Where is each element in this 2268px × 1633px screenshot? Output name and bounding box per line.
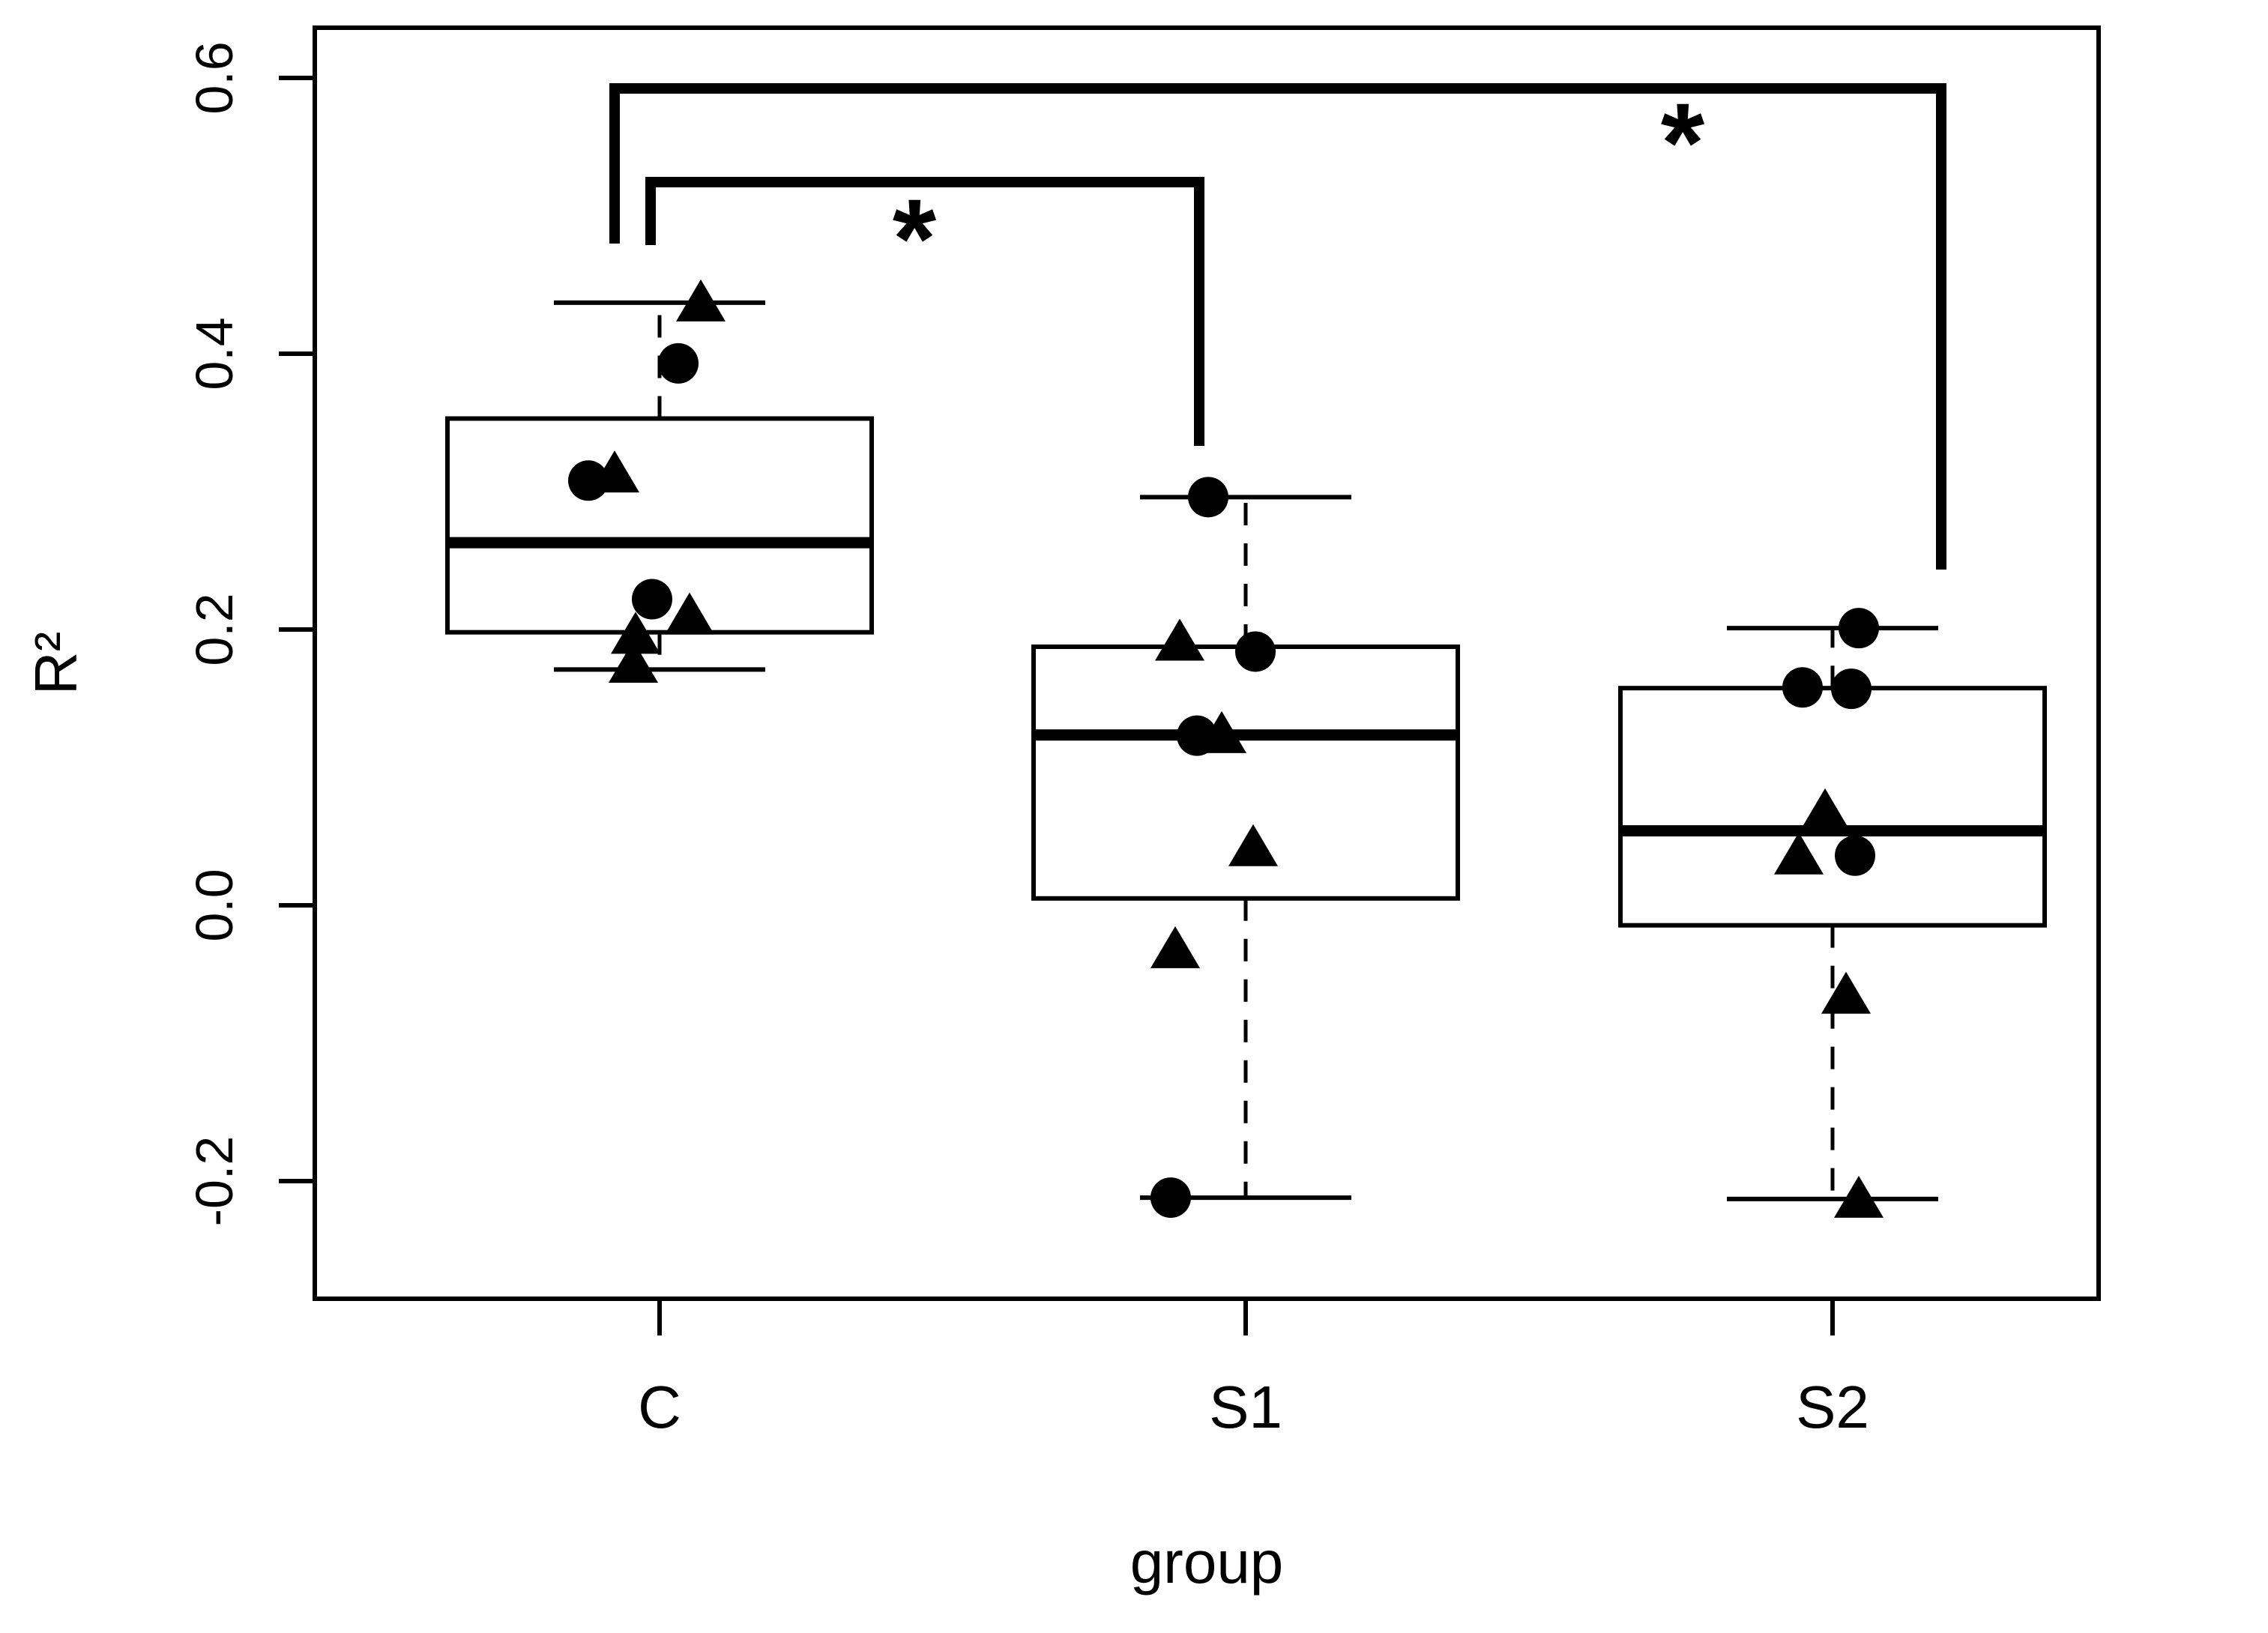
y-tick-label: 0.2 (185, 593, 244, 665)
data-point-circle (1235, 631, 1276, 672)
significance-star: * (1661, 79, 1705, 205)
data-point-triangle (665, 592, 714, 635)
significance-brackets: ** (609, 79, 1946, 570)
bracket-line (609, 83, 1946, 570)
data-point-triangle (611, 612, 660, 654)
y-tick-label: 0.0 (185, 869, 244, 941)
x-axis-title: group (1130, 1529, 1284, 1596)
bracket-line (645, 177, 1204, 446)
data-point-triangle (609, 641, 658, 683)
data-point-triangle (1800, 788, 1850, 830)
data-point-triangle (676, 279, 726, 322)
significance-bracket-C-S2: * (609, 79, 1946, 570)
x-tick-label: C (638, 1374, 681, 1440)
data-point-triangle (1774, 832, 1824, 875)
data-point-circle (1839, 608, 1879, 649)
data-point-circle (568, 460, 609, 501)
data-point-triangle (1155, 618, 1204, 661)
data-point-triangle (1150, 926, 1200, 968)
y-tick-label: -0.2 (185, 1136, 244, 1227)
data-point-triangle (1834, 1175, 1884, 1218)
boxplot-group-S2 (1618, 626, 2047, 1201)
significance-star: * (893, 175, 937, 301)
y-tick-label: 0.4 (185, 317, 244, 390)
data-point-triangle (1197, 710, 1246, 753)
points-group-C (568, 279, 726, 683)
x-axis: C S1 S2 (638, 1299, 1869, 1440)
plot-frame (313, 25, 2101, 1301)
y-axis-title: R² (22, 632, 89, 695)
points-group-S2 (1774, 608, 1884, 1218)
data-points (568, 279, 1884, 1219)
data-point-circle (658, 342, 699, 384)
data-point-circle (1188, 477, 1228, 518)
y-tick-label: 0.6 (185, 41, 244, 114)
data-point-circle (1782, 667, 1823, 708)
y-axis: -0.2 0.0 0.2 0.4 0.6 (185, 41, 315, 1226)
data-point-circle (632, 579, 672, 620)
significance-bracket-C-S1: * (645, 175, 1204, 446)
data-point-circle (1835, 835, 1875, 876)
data-point-circle (1831, 668, 1872, 710)
data-point-triangle (1821, 971, 1871, 1014)
boxplots (445, 300, 2047, 1201)
points-group-S1 (1150, 477, 1278, 1219)
data-point-triangle (1228, 824, 1278, 866)
x-tick-label: S2 (1796, 1374, 1869, 1440)
x-tick-label: S1 (1209, 1374, 1282, 1440)
data-point-circle (1150, 1177, 1191, 1219)
